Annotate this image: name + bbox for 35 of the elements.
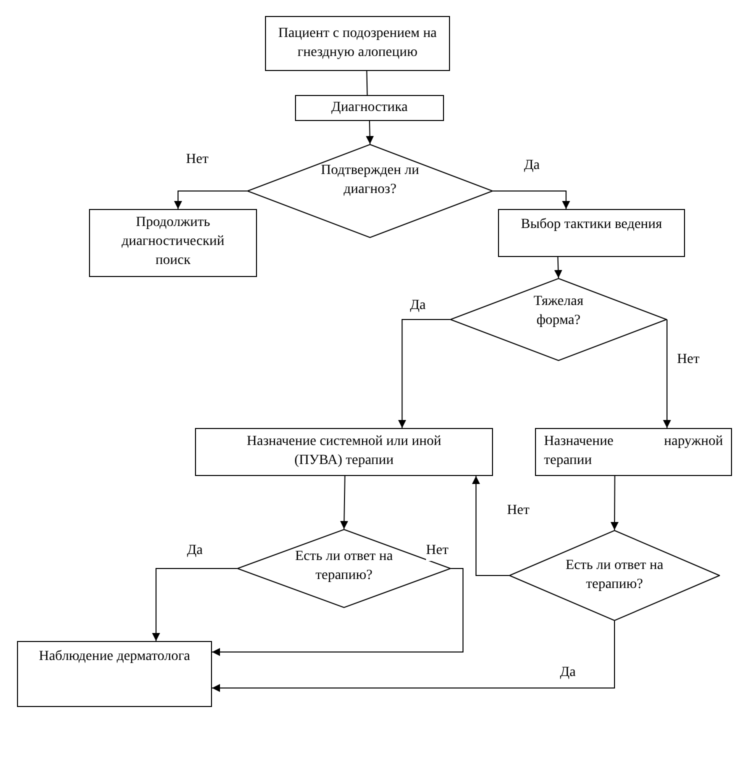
arrow [212, 620, 615, 692]
node-text: Назначение наружной терапии [544, 433, 723, 470]
arrow [663, 319, 671, 428]
process-box [17, 641, 212, 707]
arrow [152, 568, 238, 642]
arrow [398, 319, 450, 428]
arrow [554, 256, 562, 278]
node-text: Есть ли ответ на терапию? [294, 548, 394, 584]
node-text: Назначение системной или иной (ПУВА) терапии [246, 433, 442, 470]
process-box [265, 16, 450, 71]
arrow [212, 568, 464, 656]
arrow [610, 476, 619, 530]
node-text: Есть ли ответ на терапию? [564, 556, 664, 594]
process-box [498, 209, 685, 257]
decision-diamond [237, 529, 451, 608]
process-box [535, 428, 732, 476]
decision-diamond [247, 144, 493, 238]
node-text: Продолжить диагностический поиск [120, 214, 226, 270]
node-text: Наблюдение дерматолога [38, 648, 190, 666]
arrow [366, 120, 374, 144]
node-text: Диагностика [331, 98, 408, 117]
process-box [195, 428, 493, 476]
arrow [174, 190, 248, 210]
node-text: Пациент с подозрением на гнездную алопецию [277, 24, 438, 62]
process-box [89, 209, 257, 277]
process-box [295, 95, 444, 121]
decision-diamond [450, 278, 667, 361]
node-text: Подтвержден ли диагноз? [320, 162, 420, 199]
arrow [340, 476, 348, 530]
node-text: Тяжелая форма? [532, 292, 584, 330]
edge-label: Нет [426, 542, 448, 561]
arrow [492, 190, 570, 210]
arrow [472, 476, 510, 576]
decision-diamond [509, 530, 720, 621]
node-text: Выбор тактики ведения [520, 216, 662, 234]
